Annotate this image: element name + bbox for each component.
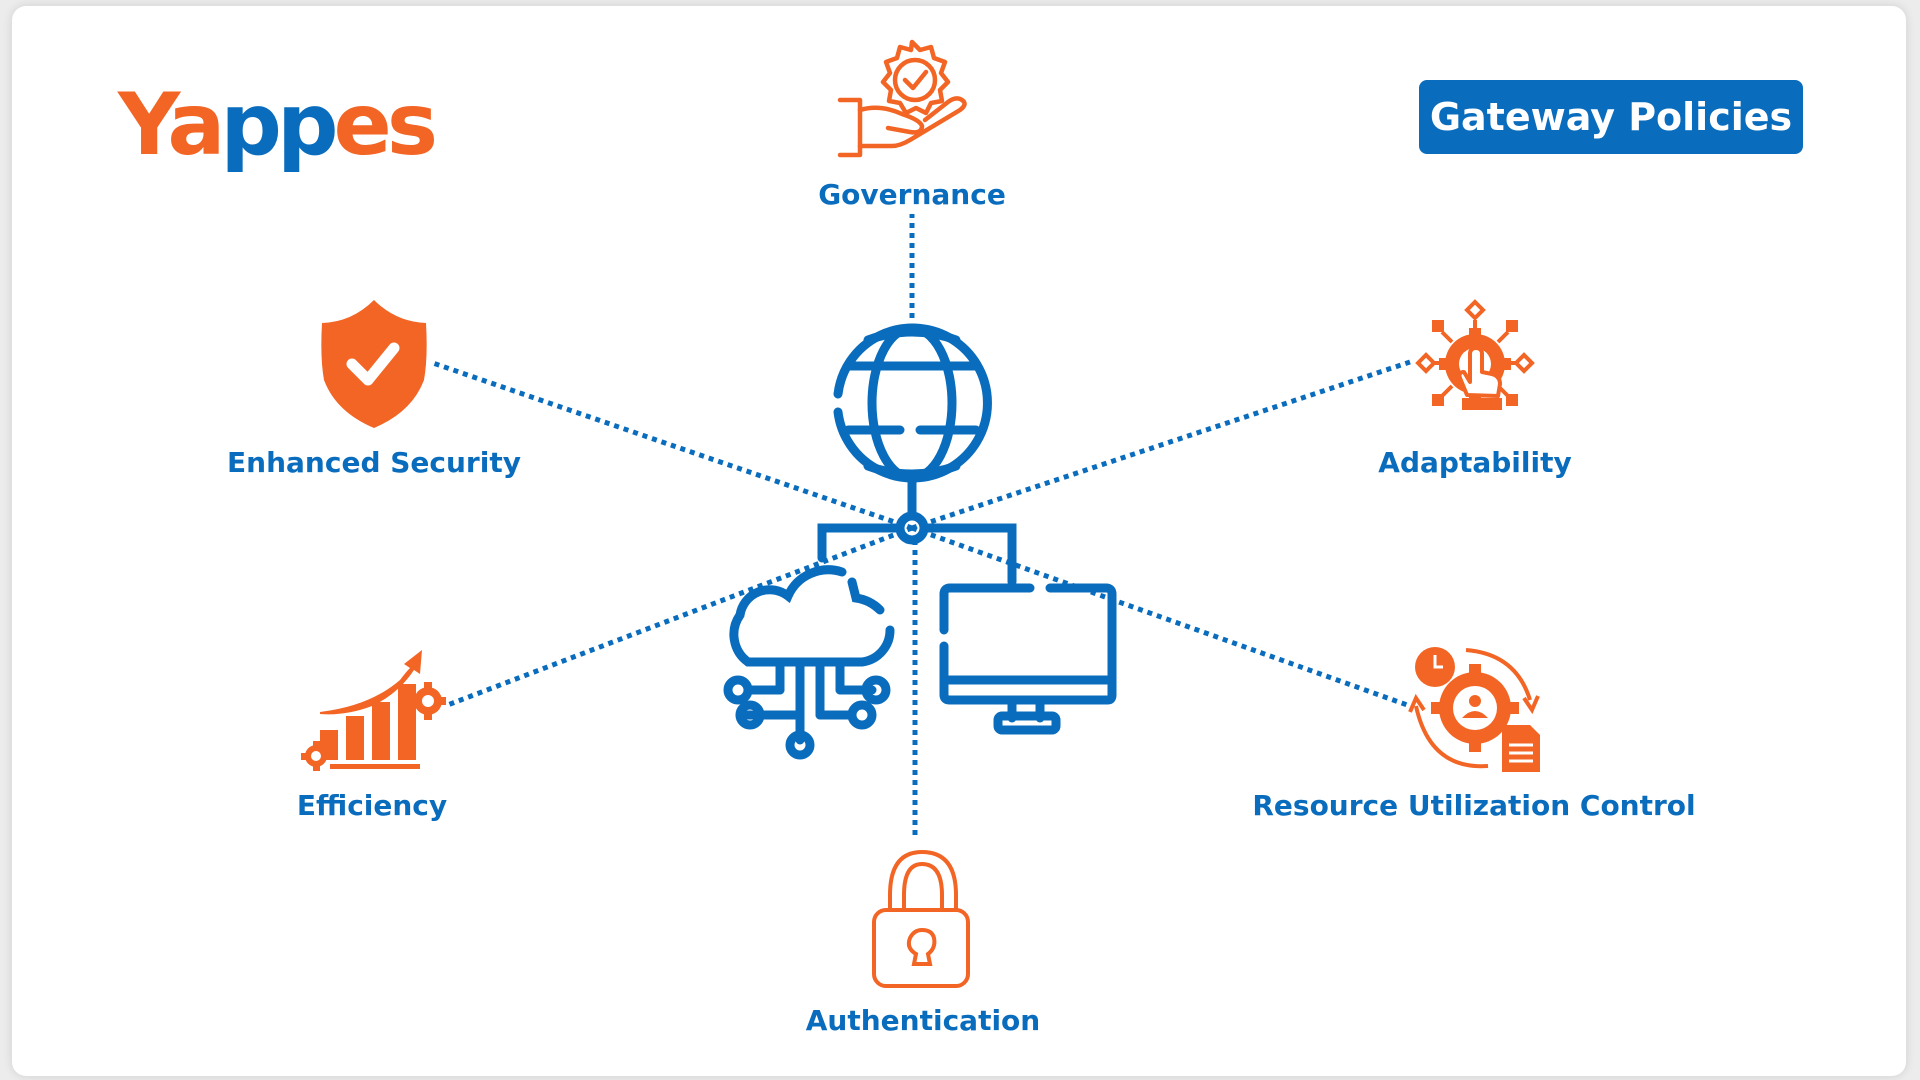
gear-user-clock-document-icon [1408, 647, 1540, 772]
page-title-badge: Gateway Policies [1419, 80, 1803, 154]
diagram-card [12, 6, 1906, 1076]
label-efficiency: Efficiency [296, 789, 448, 822]
label-authentication: Authentication [805, 1004, 1041, 1037]
monitor-icon [939, 583, 1117, 735]
label-governance: Governance [818, 178, 1006, 211]
connector-enhanced-security [429, 359, 913, 531]
connectors [429, 214, 1411, 840]
connector-resource-utilization [911, 525, 1411, 709]
cloud-network-icon [723, 565, 895, 760]
hub-node-icon [817, 511, 1017, 587]
label-adaptability: Adaptability [1378, 446, 1572, 479]
logo-part-ya: Ya [118, 75, 225, 175]
gear-hand-pointer-icon [1415, 299, 1535, 410]
growth-chart-gears-icon [301, 650, 446, 771]
page-title: Gateway Policies [1429, 95, 1793, 139]
logo-part-pp: pp [220, 75, 338, 175]
shield-check-icon [321, 300, 427, 428]
label-enhanced-security: Enhanced Security [227, 446, 521, 479]
logo-part-es: es [333, 75, 438, 175]
connector-efficiency [444, 525, 913, 709]
hand-badge-check-icon [837, 39, 967, 158]
globe-icon [833, 323, 992, 520]
connector-adaptability [911, 359, 1411, 531]
yappes-logo: Yappes [118, 70, 438, 180]
padlock-icon [872, 849, 970, 988]
label-resource-utilization-control: Resource Utilization Control [1252, 789, 1696, 822]
